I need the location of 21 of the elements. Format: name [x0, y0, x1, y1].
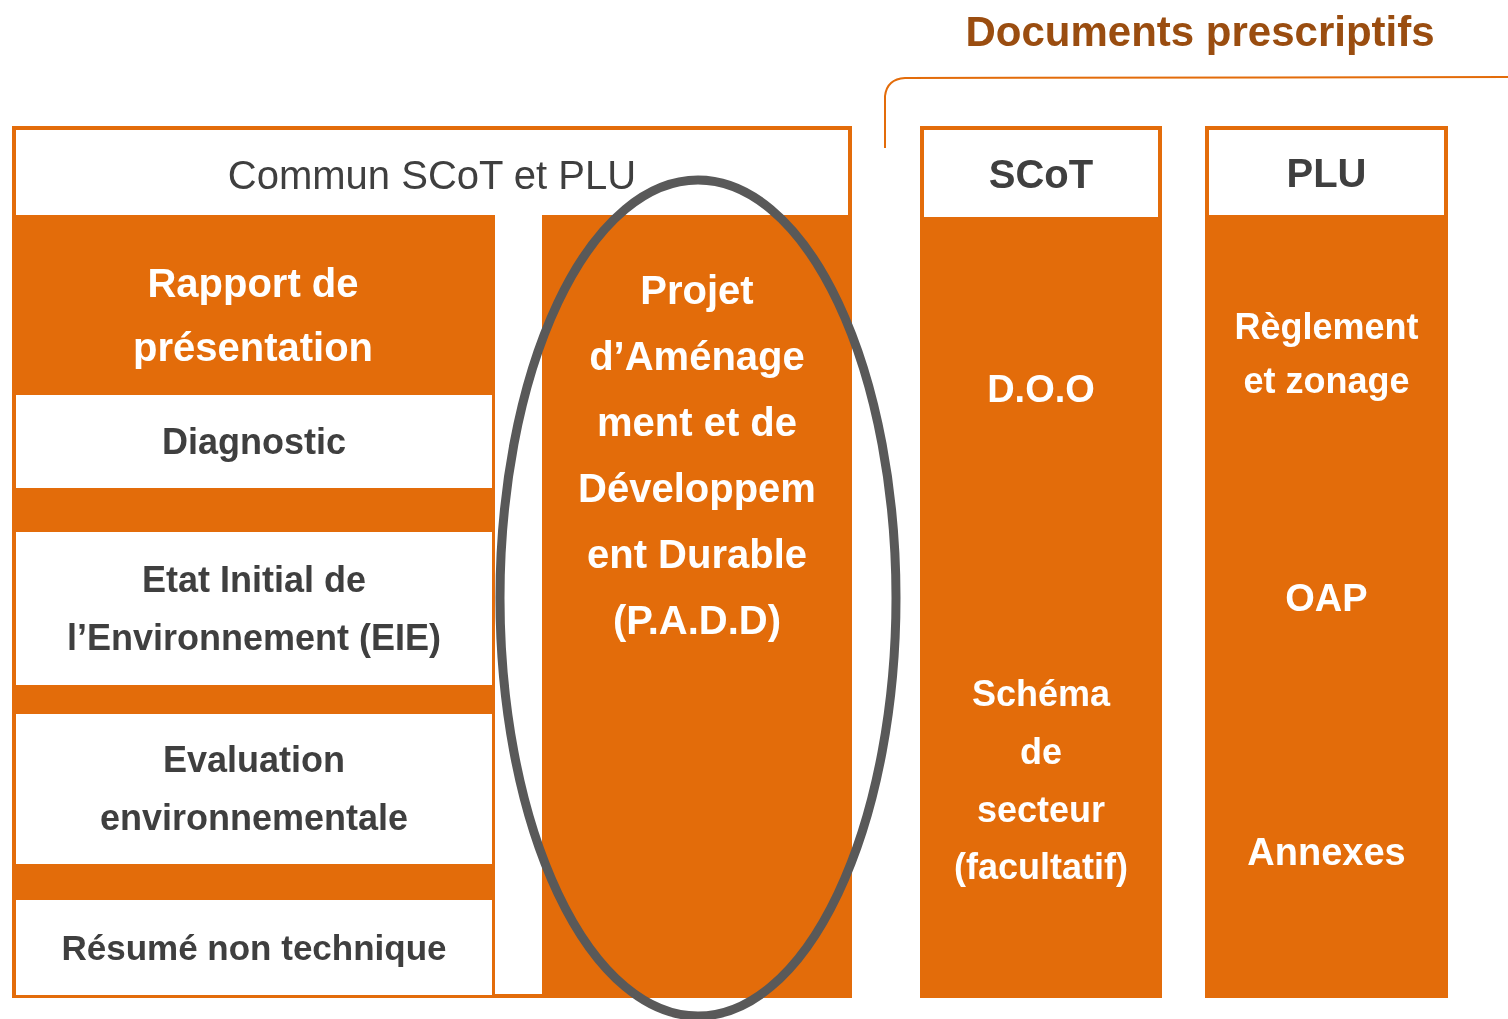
diagram-title: Documents prescriptifs: [964, 8, 1436, 56]
box-label: D.O.O: [986, 367, 1096, 413]
box-label: Règlement et zonage: [1233, 304, 1420, 403]
box-label: Résumé non technique: [60, 926, 448, 969]
content-box: [16, 395, 492, 488]
content-box: [16, 532, 492, 685]
box-label: Etat Initial de l’Environnement (EIE): [65, 557, 442, 660]
panel-heading: SCoT: [924, 130, 1158, 217]
column-panel: [920, 126, 1162, 998]
box-label: Diagnostic: [161, 419, 347, 464]
column-panel: [1205, 126, 1448, 998]
box-label: OAP: [1284, 575, 1369, 621]
box-label: Projet d’Aménagement et de Développement Durable (P.A.D.D): [577, 267, 817, 644]
box-label: Annexes: [1246, 829, 1407, 875]
box-label: Evaluation environnementale: [98, 738, 410, 840]
panel-heading: PLU: [1209, 130, 1444, 215]
box-label: Schéma de secteur (facultatif): [953, 672, 1129, 890]
content-box: [16, 714, 492, 864]
panel-heading: Rapport de présentation: [131, 260, 374, 371]
content-box: [16, 900, 492, 995]
group-panel: [12, 126, 852, 998]
